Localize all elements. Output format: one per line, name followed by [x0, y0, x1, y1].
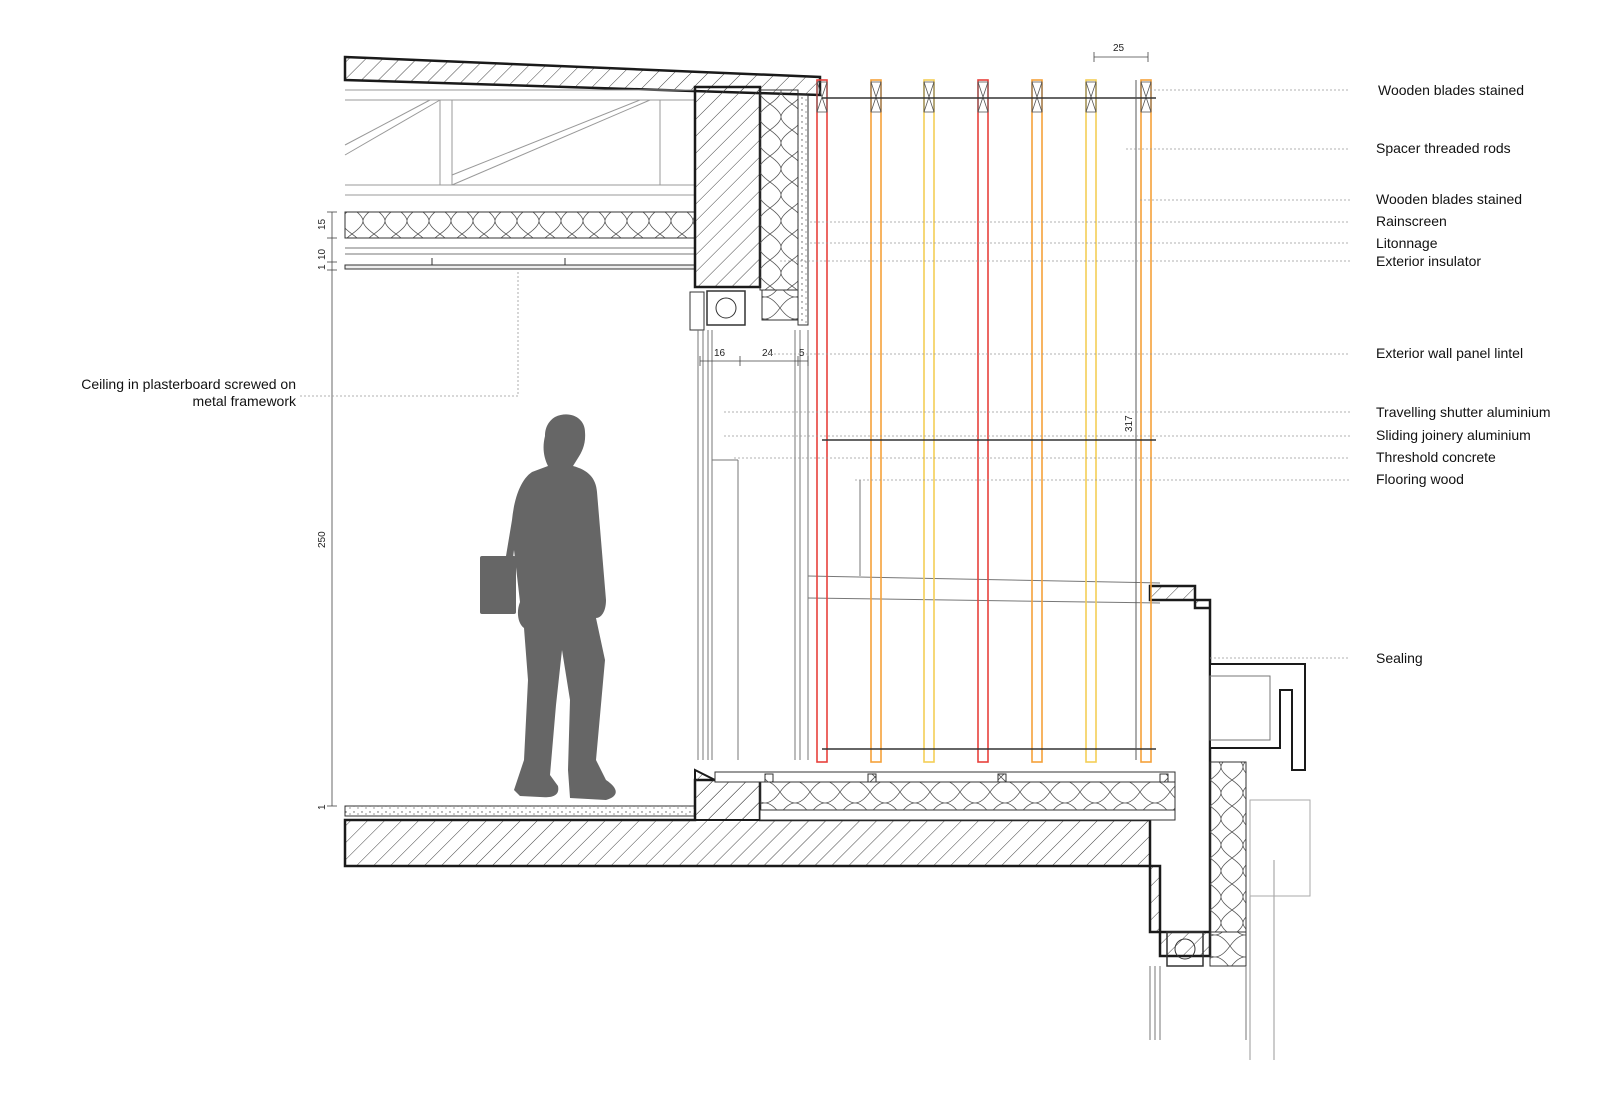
- window-joinery: [697, 330, 1161, 760]
- blade-cap-box-3: [923, 81, 935, 113]
- roof-truss: [344, 89, 695, 196]
- label-exterior-wall-panel-lintel: Exterior wall panel lintel: [1376, 345, 1524, 361]
- dim-ceiling-15: 15: [317, 218, 328, 230]
- blade-2: [870, 79, 882, 763]
- blade-cap-5: [1031, 81, 1043, 113]
- label-threshold-concrete: Threshold concrete: [1376, 449, 1496, 465]
- wooden-blades: [816, 79, 1152, 763]
- blade-cap-4: [977, 81, 989, 113]
- dim-total-height: 317: [1124, 415, 1135, 432]
- label-wooden-blades-stained-top: Wooden blades stained: [1378, 82, 1525, 98]
- blade-cap-2: [870, 81, 882, 113]
- dim-blade-spacing: 25: [1113, 43, 1125, 54]
- blade-cap-7: [1140, 81, 1152, 113]
- dim-wall-16: 16: [714, 348, 726, 359]
- label-exterior-insulator: Exterior insulator: [1376, 253, 1482, 269]
- terrace-floor: [714, 771, 1176, 821]
- label-travelling-shutter: Travelling shutter aluminium: [1376, 404, 1551, 420]
- blade-4: [977, 79, 989, 763]
- balustrade: [1209, 663, 1306, 771]
- blade-cap-6: [1085, 81, 1097, 113]
- dim-wall-5: 5: [799, 348, 805, 359]
- dim-wall-24: 24: [762, 348, 774, 359]
- roof-slab: [343, 55, 822, 97]
- dim-ceiling-1: 1: [317, 264, 328, 270]
- label-ceiling-line1: Ceiling in plasterboard screwed on: [81, 376, 296, 392]
- label-sealing: Sealing: [1376, 650, 1423, 666]
- blade-cap-3: [923, 81, 935, 113]
- lower-wall: [1149, 761, 1311, 1060]
- dim-floor-gap: 1: [317, 804, 328, 810]
- person-silhouette-icon: [480, 414, 616, 800]
- label-spacer-threaded-rods: Spacer threaded rods: [1376, 140, 1511, 156]
- blade-6: [1085, 79, 1097, 763]
- blade-cap-box-1: [816, 81, 828, 113]
- label-ceiling-line2: metal framework: [192, 393, 296, 409]
- blade-cap-box-7: [1140, 81, 1152, 113]
- label-ceiling-plasterboard: Ceiling in plasterboard screwed on metal…: [40, 376, 296, 410]
- label-flooring-wood: Flooring wood: [1376, 471, 1464, 487]
- blade-cap-box-2: [870, 81, 882, 113]
- label-sliding-joinery: Sliding joinery aluminium: [1376, 427, 1531, 443]
- label-wooden-blades-stained: Wooden blades stained: [1376, 191, 1523, 207]
- blade-cap-box-6: [1085, 81, 1097, 113]
- dim-ceiling-10: 10: [317, 248, 328, 260]
- lintel: [693, 85, 809, 326]
- shutter-box: [689, 290, 746, 331]
- blade-7: [1140, 79, 1152, 763]
- dim-room-height: 250: [317, 531, 328, 548]
- blade-cap-box-5: [1031, 81, 1043, 113]
- blade-5: [1031, 79, 1043, 763]
- blade-3: [923, 79, 935, 763]
- blade-cap-box-4: [977, 81, 989, 113]
- leader-lines: [300, 89, 1350, 659]
- blade-cap-1: [816, 81, 828, 113]
- spacer-rods: [822, 97, 1156, 750]
- label-rainscreen: Rainscreen: [1376, 213, 1447, 229]
- ceiling-assembly: [344, 211, 696, 270]
- dimension-lines: [327, 52, 1149, 807]
- floor-slab: [343, 584, 1212, 958]
- blade-1: [816, 79, 828, 763]
- label-litonnage: Litonnage: [1376, 235, 1438, 251]
